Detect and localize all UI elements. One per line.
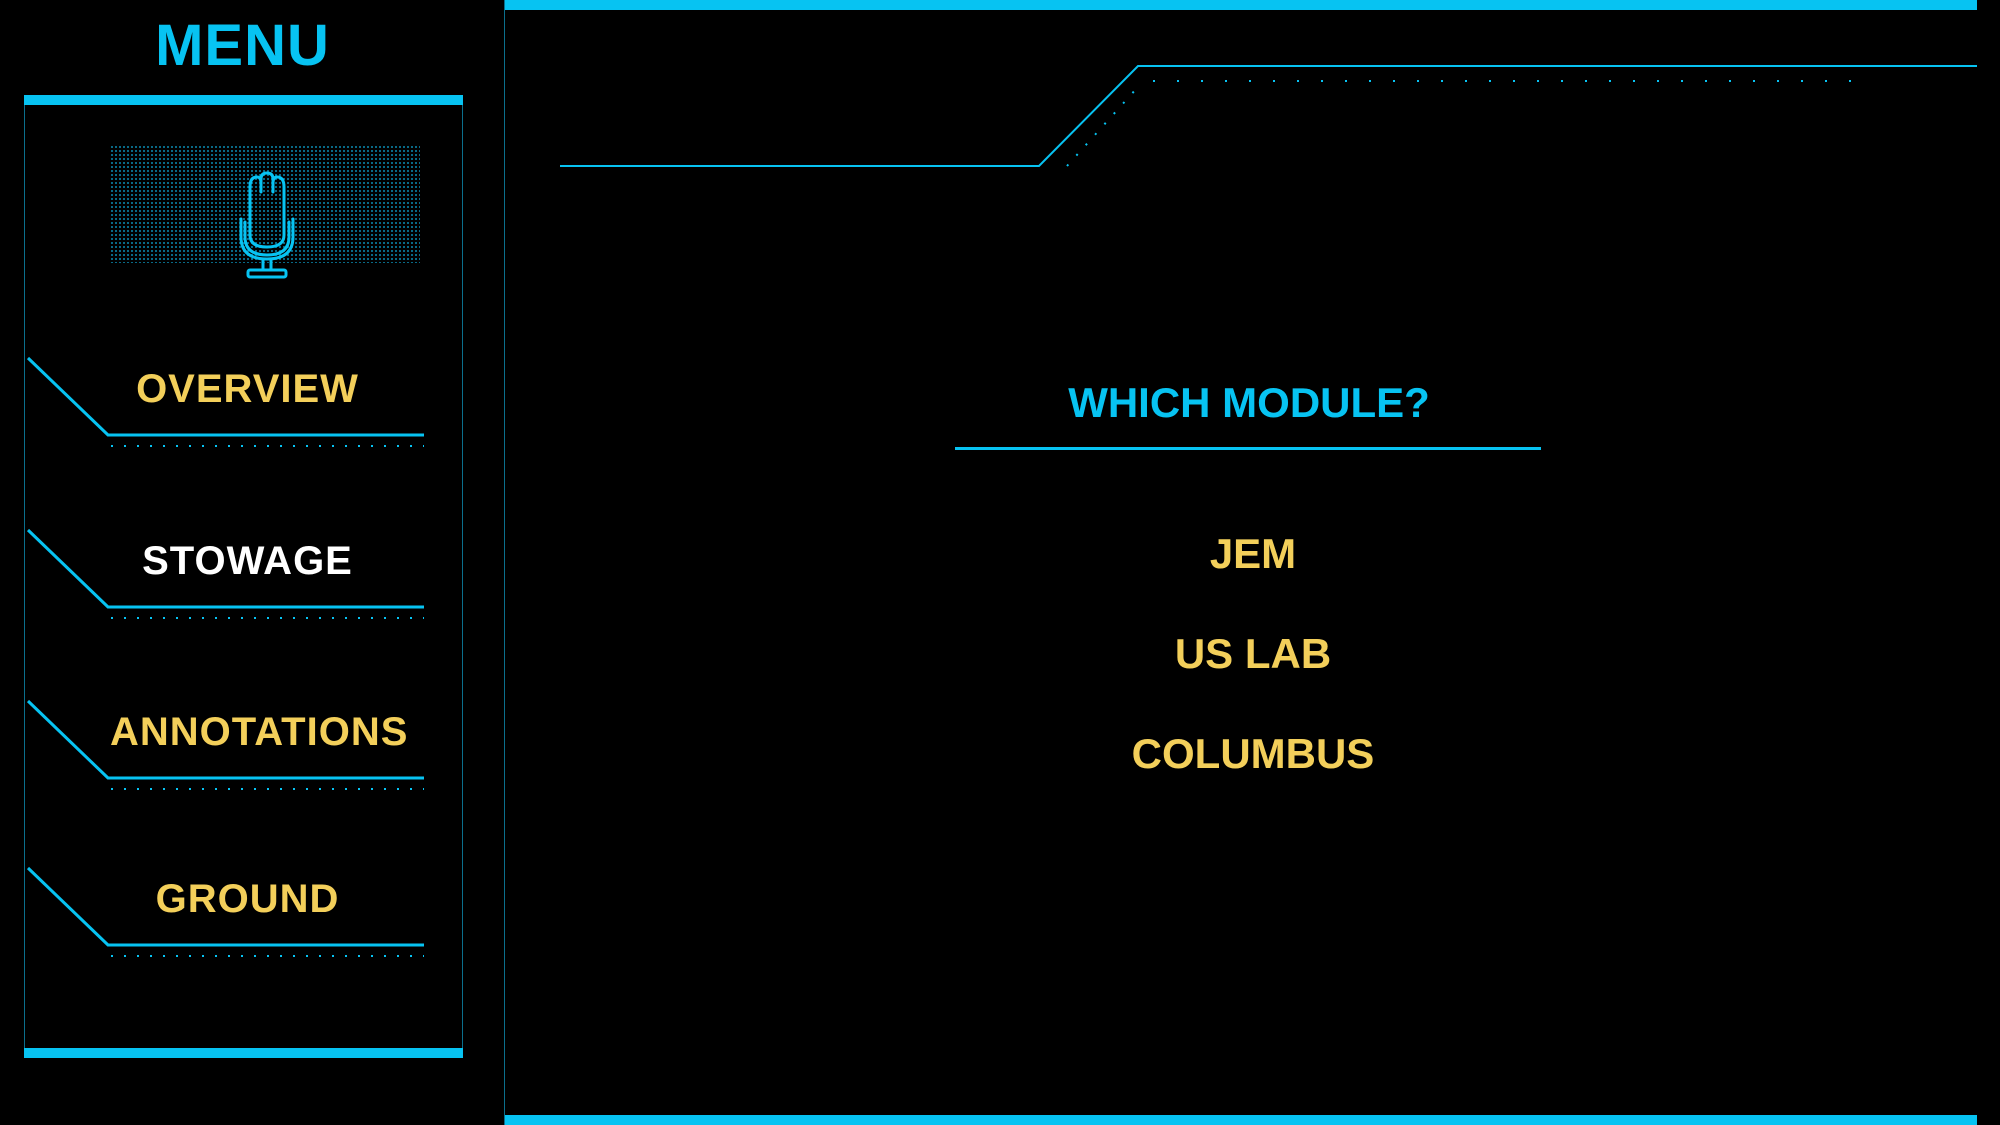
menu-item-frame bbox=[26, 356, 424, 447]
module-option-jem[interactable]: JEM bbox=[1209, 530, 1297, 577]
menu-panel: OVERVIEW STOWAGE ANNOTATIONS GROUND bbox=[24, 95, 463, 1058]
menu-item-frame bbox=[26, 866, 424, 957]
microphone-icon[interactable] bbox=[230, 167, 304, 282]
menu-item-label: GROUND bbox=[155, 877, 340, 921]
module-option-us-lab[interactable]: US LAB bbox=[1174, 630, 1332, 677]
main-bottom-bar bbox=[505, 1115, 1977, 1125]
main-top-bar bbox=[505, 0, 1977, 10]
menu-item-frame bbox=[26, 699, 424, 790]
menu-top-bar bbox=[24, 95, 463, 105]
menu-item-label: OVERVIEW bbox=[136, 367, 359, 411]
menu-title: MENU bbox=[155, 13, 330, 78]
menu-item-frame bbox=[26, 528, 424, 619]
module-option-columbus[interactable]: COLUMBUS bbox=[1131, 730, 1375, 777]
voice-input-panel[interactable] bbox=[110, 145, 420, 263]
main-panel: WHICH MODULE? JEM US LAB COLUMBUS bbox=[504, 0, 1977, 1125]
menu-item-label: ANNOTATIONS bbox=[110, 710, 409, 754]
menu-item-label: STOWAGE bbox=[142, 539, 353, 583]
menu-item-annotations[interactable]: ANNOTATIONS bbox=[25, 698, 425, 793]
question-title: WHICH MODULE? bbox=[1068, 379, 1430, 426]
question-underline bbox=[955, 447, 1541, 450]
header-frame bbox=[560, 65, 1977, 167]
menu-bottom-bar bbox=[24, 1048, 463, 1058]
menu-item-overview[interactable]: OVERVIEW bbox=[25, 355, 425, 450]
menu-item-stowage[interactable]: STOWAGE bbox=[25, 527, 425, 622]
menu-item-ground[interactable]: GROUND bbox=[25, 865, 425, 960]
